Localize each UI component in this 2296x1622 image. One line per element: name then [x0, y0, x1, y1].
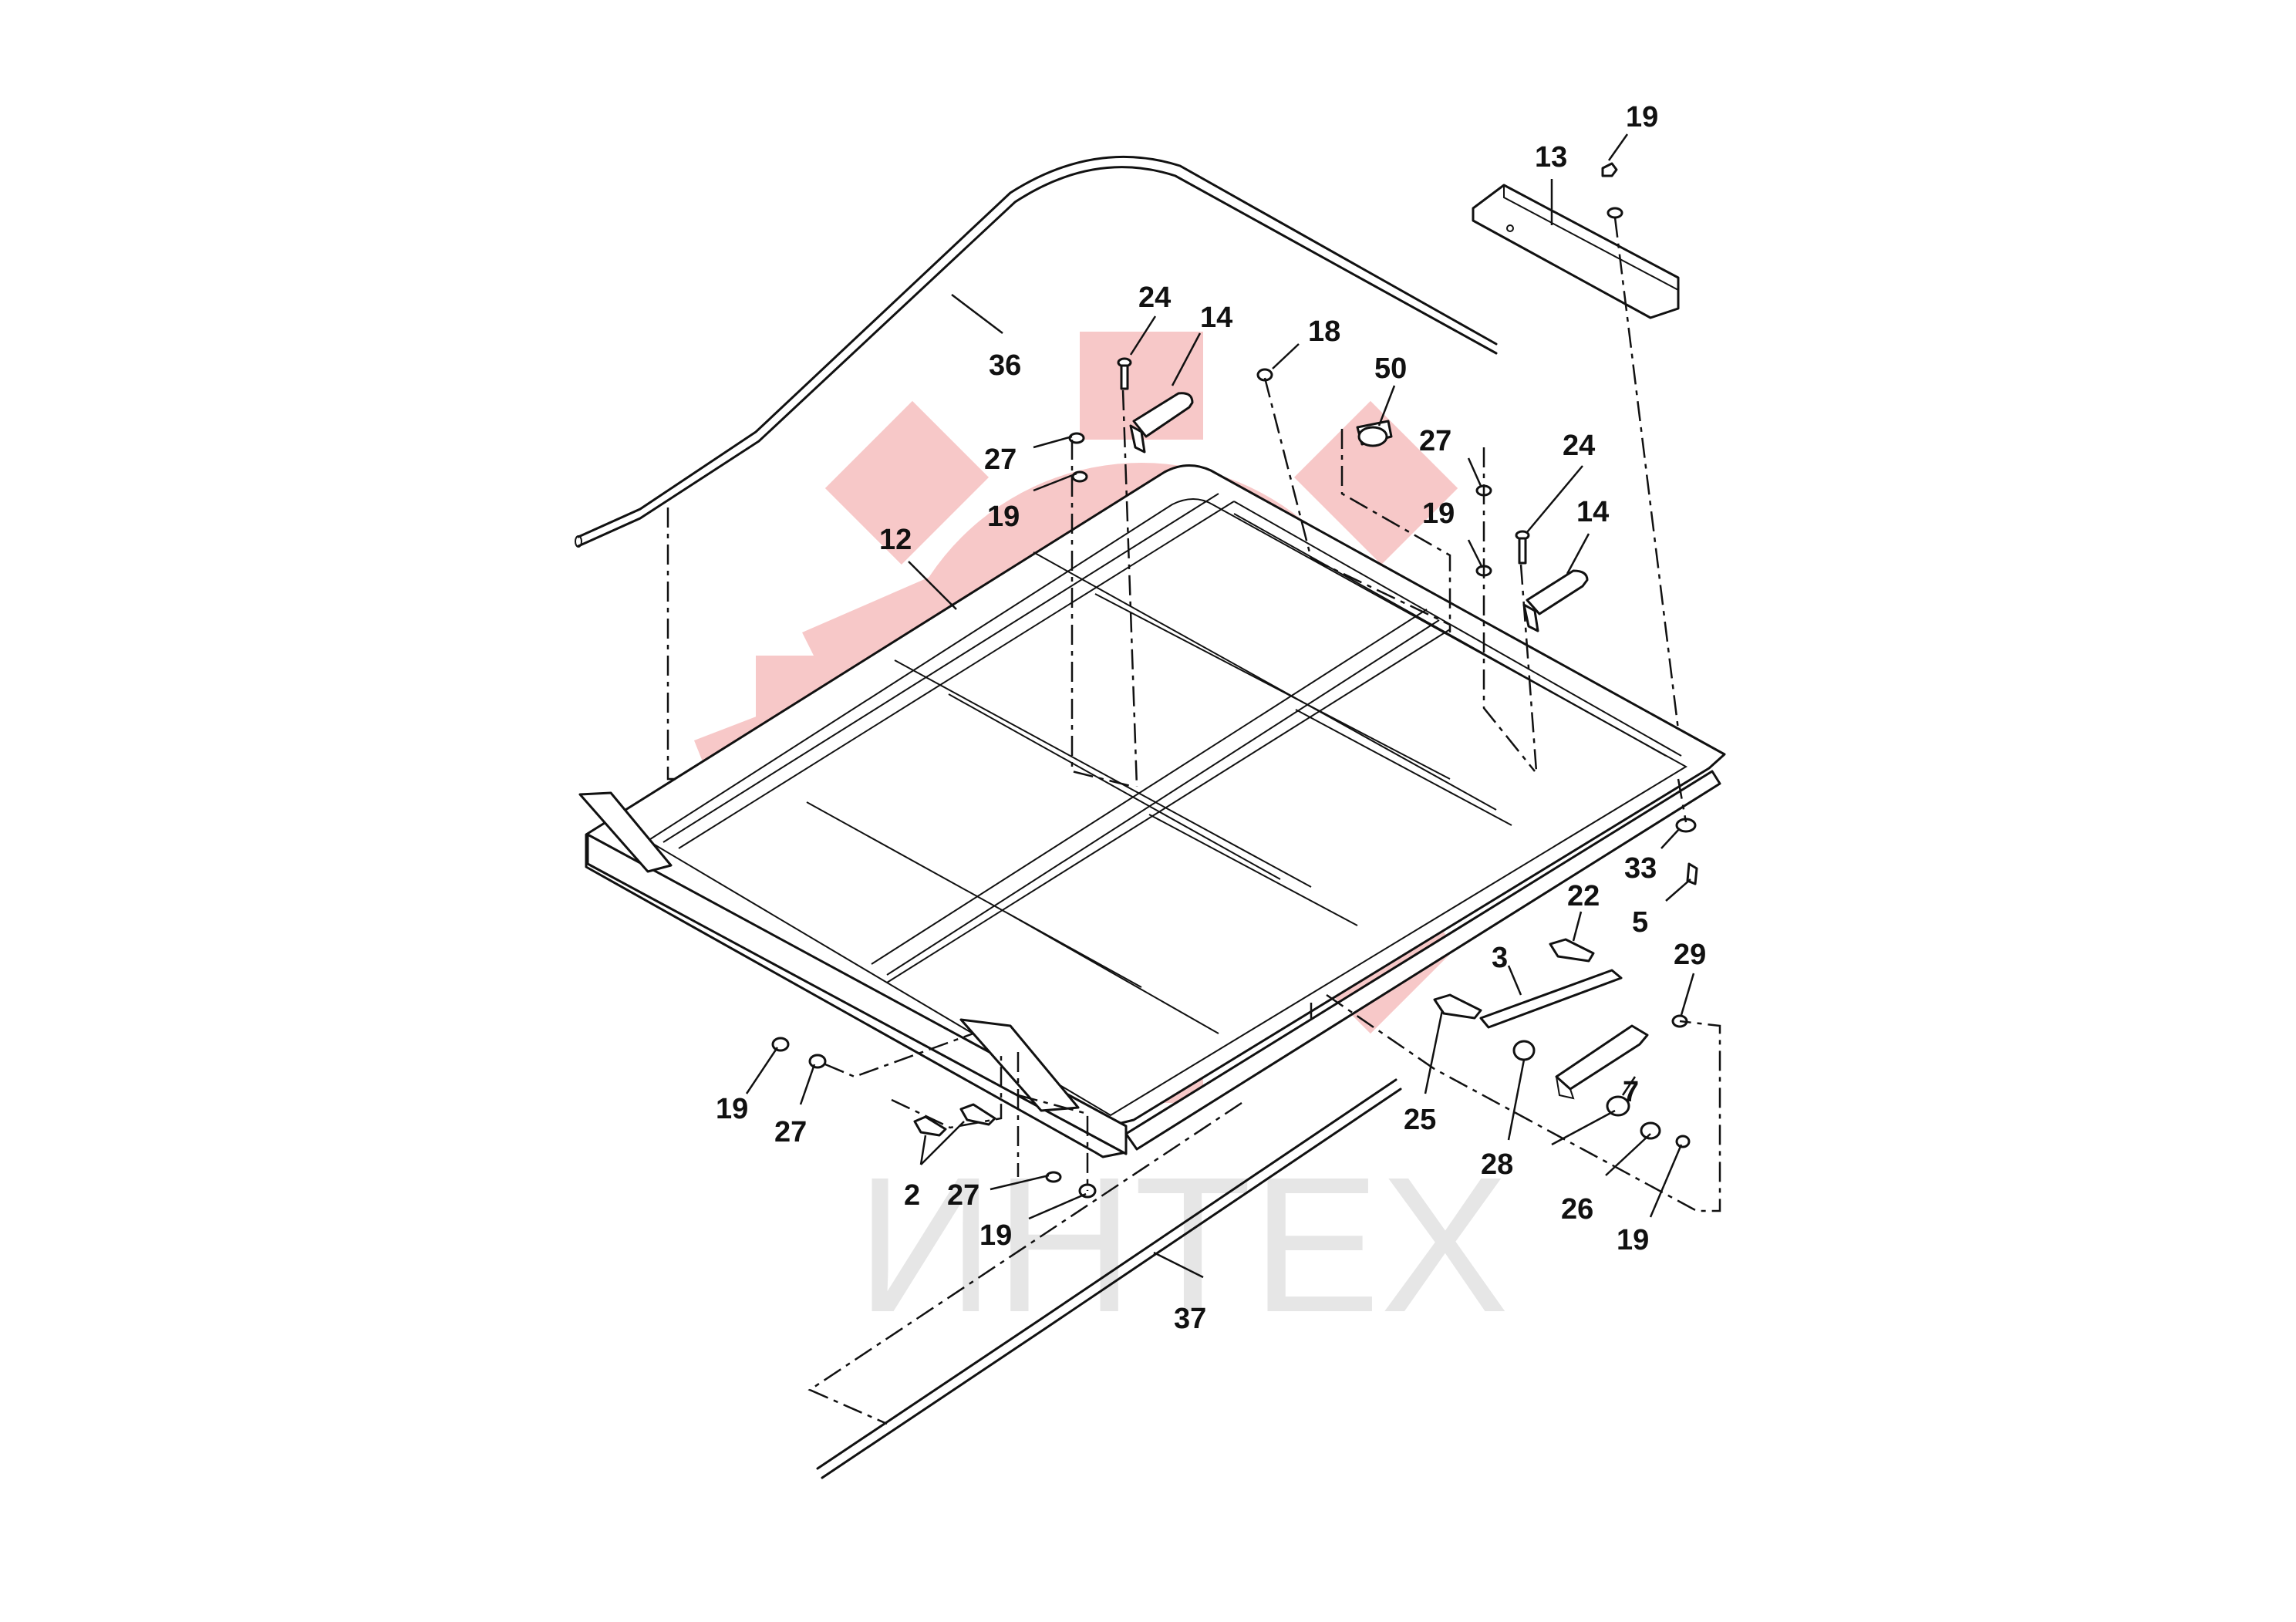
callout-19-lower: 19: [979, 1219, 1012, 1252]
callout-26: 26: [1561, 1193, 1593, 1226]
callout-12: 12: [879, 524, 912, 556]
callout-33: 33: [1624, 852, 1657, 885]
callout-37: 37: [1174, 1303, 1206, 1335]
fasteners: [771, 162, 1698, 1199]
callout-7: 7: [1623, 1076, 1639, 1108]
callout-36: 36: [989, 349, 1021, 382]
callout-2: 2: [904, 1179, 920, 1212]
callout-27-lower-left: 27: [774, 1116, 807, 1148]
callout-19-top: 19: [1626, 101, 1658, 133]
callout-27-lower: 27: [947, 1179, 979, 1212]
callout-29: 29: [1674, 939, 1706, 971]
callout-50: 50: [1374, 352, 1407, 385]
callout-5: 5: [1632, 906, 1648, 939]
callout-labels: 19 13 36 24 14 18 50 27 27 19 24 19 14 1…: [716, 101, 1706, 1335]
callout-14-right: 14: [1576, 496, 1609, 528]
callout-14-left: 14: [1200, 302, 1232, 334]
link-bar-part-3: [1479, 969, 1623, 1029]
top-rail-part-36: [575, 155, 1498, 548]
bottom-rail-part-37: [816, 1078, 1402, 1479]
callout-19-right: 19: [1422, 497, 1455, 530]
clamp-part-7: [1555, 1024, 1649, 1100]
callout-22: 22: [1567, 880, 1600, 912]
handle-part-14-left: [1129, 392, 1194, 454]
angle-bracket-part-13: [1472, 184, 1680, 319]
callout-19-left: 19: [987, 501, 1020, 533]
callout-18: 18: [1308, 315, 1340, 348]
callout-25: 25: [1404, 1104, 1436, 1136]
callout-27-right: 27: [1419, 425, 1451, 457]
handle-part-14-right: [1522, 569, 1589, 632]
callout-27-left: 27: [984, 443, 1017, 476]
callout-3: 3: [1492, 942, 1508, 974]
watermark-text: ИНТЕХ: [856, 1137, 1509, 1352]
main-frame-part-12: [578, 464, 1726, 1158]
callout-19-lower-right: 19: [1617, 1224, 1649, 1256]
callout-leader-lines: [745, 133, 1695, 1279]
callout-19-lower-left: 19: [716, 1093, 748, 1125]
callout-24-left: 24: [1138, 282, 1171, 314]
callout-28: 28: [1481, 1148, 1513, 1181]
assembly-dash-lines: [666, 217, 1721, 1425]
callout-24-right: 24: [1563, 430, 1595, 462]
callout-13: 13: [1535, 141, 1567, 174]
